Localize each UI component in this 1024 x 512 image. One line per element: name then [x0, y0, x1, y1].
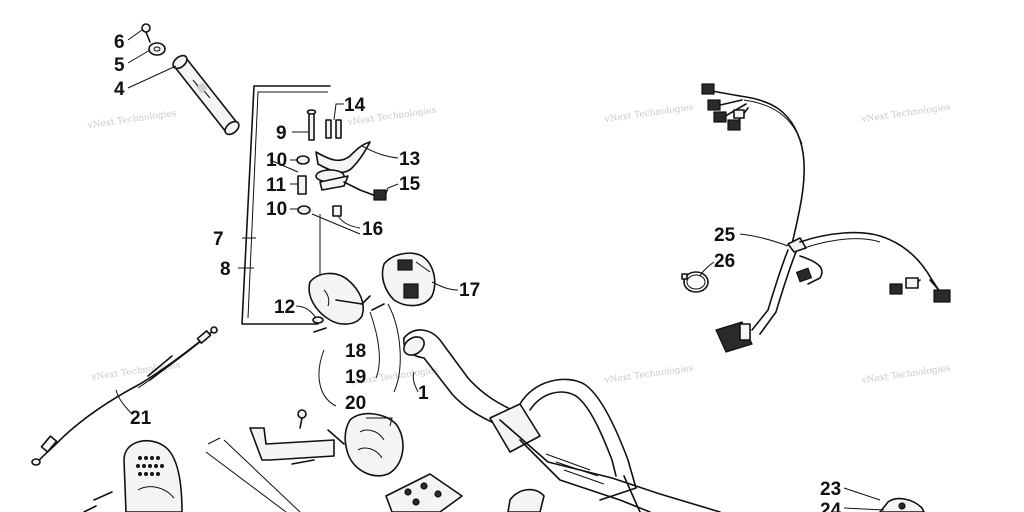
bracket-frame [238, 85, 331, 325]
mounting-bracket-icon [205, 409, 345, 512]
wiring-harness-25-icon [701, 83, 951, 353]
plate-with-screws-icon [385, 473, 463, 512]
callout-1: 1 [418, 383, 429, 404]
callout-26: 26 [714, 251, 735, 272]
handlebar-switch-17-icon [381, 252, 436, 307]
pin-9-icon [308, 111, 315, 141]
throttle-cable-21-icon [31, 326, 218, 466]
clip-16-icon [332, 205, 342, 217]
throttle-control-assembly [269, 109, 387, 276]
throttle-switch-15-icon [343, 181, 387, 201]
bushing-11-icon [297, 175, 307, 195]
callout-8: 8 [220, 259, 231, 280]
watermark-text: vNext Technologies [603, 364, 694, 387]
callout-20: 20 [345, 393, 366, 414]
callout-10: 10 [266, 199, 287, 220]
washer-10-icon [297, 205, 311, 215]
callout-16: 16 [362, 219, 383, 240]
washer-5-icon [148, 42, 166, 56]
callout-10: 10 [266, 150, 287, 171]
screws-18-20 [313, 303, 401, 407]
washer-10-icon [296, 155, 310, 165]
pin-14-icon [325, 119, 332, 139]
cable-tie-26-icon [681, 271, 709, 293]
throttle-lever-13-icon [315, 141, 371, 191]
callout-7: 7 [213, 229, 224, 250]
callout-23: 23 [820, 479, 841, 500]
part-23-icon [879, 497, 925, 512]
callout-18: 18 [345, 341, 366, 362]
watermark-text: vNext Technologies [90, 361, 181, 384]
grip-4-icon [172, 54, 240, 136]
callout-25: 25 [714, 225, 736, 246]
throttle-housing-12-icon [308, 272, 371, 325]
callout-5: 5 [114, 55, 125, 76]
bottom-mount-icon [507, 488, 545, 512]
leader-lines [115, 29, 885, 511]
callout-21: 21 [130, 408, 152, 429]
hand-grip-assembly [141, 23, 240, 136]
callout-6: 6 [114, 32, 125, 53]
callout-13: 13 [399, 149, 420, 170]
brake-caliper-icon [344, 412, 404, 477]
screw-6-icon [141, 23, 151, 43]
callout-15: 15 [399, 174, 421, 195]
callout-17: 17 [459, 280, 480, 301]
callout-19: 19 [345, 367, 366, 388]
callout-14: 14 [344, 95, 366, 116]
watermark-text: vNext Technologies [860, 103, 951, 126]
callout-24: 24 [820, 500, 842, 512]
callout-4: 4 [114, 79, 125, 100]
watermark-text: vNext Technologies [860, 364, 951, 387]
watermark-text: vNext Technologies [603, 103, 694, 126]
watermark-text: vNext Technologies [86, 109, 177, 132]
callout-12: 12 [274, 297, 295, 318]
callout-9: 9 [276, 123, 287, 144]
hand-guard-icon [83, 439, 183, 512]
callout-labels: 6 5 4 14 9 13 10 11 15 10 16 7 8 17 12 1… [114, 32, 842, 512]
callout-11: 11 [266, 175, 287, 196]
handlebar-1-icon [402, 329, 721, 512]
